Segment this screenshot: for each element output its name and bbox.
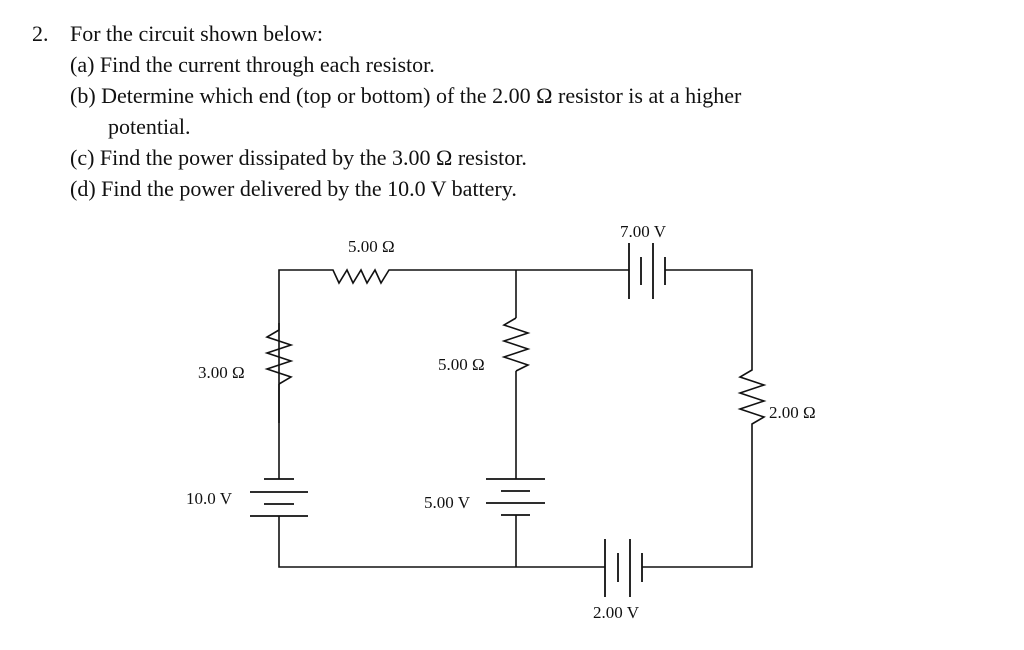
label-battery-top-right: 7.00 V — [620, 222, 667, 241]
resistor-top-5ohm — [330, 268, 420, 285]
problem-statement: 2. For the circuit shown below: (a) Find … — [32, 18, 741, 204]
label-resistor-middle: 5.00 Ω — [438, 355, 485, 374]
resistor-right-2ohm — [737, 368, 767, 454]
part-a-label: (a) — [70, 52, 95, 77]
resistor-middle-5ohm — [501, 317, 531, 372]
part-c-text: Find the power dissipated by the 3.00 Ω … — [99, 145, 527, 170]
problem-number: 2. — [32, 21, 49, 46]
part-a: (a) Find the current through each resist… — [32, 49, 741, 80]
label-battery-left: 10.0 V — [186, 489, 233, 508]
label-resistor-right: 2.00 Ω — [769, 403, 816, 422]
part-d-text: Find the power delivered by the 10.0 V b… — [101, 176, 517, 201]
part-b-continuation-text: potential. — [108, 114, 191, 139]
wire-bottom-right — [642, 454, 753, 568]
wire-left-bottom — [278, 516, 605, 568]
resistor-left-3ohm — [264, 323, 294, 385]
label-resistor-top: 5.00 Ω — [348, 237, 395, 256]
label-battery-bottom: 2.00 V — [593, 603, 640, 622]
part-b-continuation: potential. — [32, 111, 741, 142]
part-a-text: Find the current through each resistor. — [99, 52, 435, 77]
part-d-label: (d) — [70, 176, 96, 201]
label-battery-middle: 5.00 V — [424, 493, 471, 512]
wire-top-right — [665, 269, 753, 368]
label-resistor-left: 3.00 Ω — [198, 363, 245, 382]
part-b-label: (b) — [70, 83, 96, 108]
wire-top-left — [278, 269, 330, 423]
part-c: (c) Find the power dissipated by the 3.0… — [32, 142, 741, 173]
problem-intro-line: 2. For the circuit shown below: — [32, 18, 741, 49]
problem-intro: For the circuit shown below: — [70, 21, 323, 46]
part-c-label: (c) — [70, 145, 95, 170]
part-b-text: Determine which end (top or bottom) of t… — [101, 83, 742, 108]
part-b: (b) Determine which end (top or bottom) … — [32, 80, 741, 111]
part-d: (d) Find the power delivered by the 10.0… — [32, 173, 741, 204]
